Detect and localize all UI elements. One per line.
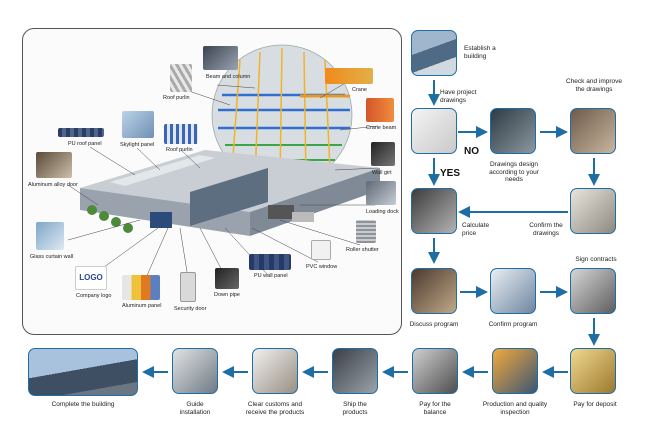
roller-shutter-image [356, 220, 376, 243]
label-roller-shutter: Roller shutter [346, 247, 379, 253]
label-glass-curtain-wall: Glass curtain wall [30, 254, 74, 260]
caption-check-improve: Check and improve the drawings [566, 78, 622, 93]
caption-ship-products: Ship the products [342, 401, 368, 416]
label-yes: YES [440, 168, 461, 179]
label-pvc-window: PVC window [306, 264, 338, 270]
label-security-door: Security door [174, 306, 207, 312]
label-crane-beam: Crane beam [366, 125, 397, 131]
skylight-panel-image [122, 111, 154, 138]
caption-confirm-drawings: Confirm the drawings [529, 222, 563, 237]
roof-purlin-top-image [170, 64, 192, 92]
aluminum-panel-image [122, 275, 160, 300]
step-production-image [492, 348, 538, 394]
caption-production: Production and quality inspection [482, 401, 548, 416]
crane-beam-image [366, 98, 394, 122]
label-aluminum-alloy-door: Aluminum alloy door [28, 182, 78, 188]
label-down-pipe: Down pipe [214, 292, 240, 298]
step-sign-contracts-image [570, 268, 616, 314]
caption-calculate-price: Calculate price [462, 222, 490, 237]
step-ship-products-image [332, 348, 378, 394]
caption-guide-installation: Guide installation [179, 401, 211, 416]
wall-girt-image [371, 142, 395, 166]
pu-roof-panel-image [58, 128, 104, 137]
step-guide-installation-image [172, 348, 218, 394]
step-confirm-drawings-image [570, 188, 616, 234]
label-aluminum-panel: Aluminum panel [122, 303, 162, 309]
pvc-window-image [311, 240, 331, 260]
step-drawings-design-image [490, 108, 536, 154]
caption-clear-customs: Clear customs and receive the products [245, 401, 305, 416]
step-clear-customs-image [252, 348, 298, 394]
label-company-logo: Company logo [76, 293, 112, 299]
step-establish-image [411, 30, 457, 76]
label-wall-girt: Wall girt [372, 170, 392, 176]
label-pu-roof-panel: PU roof panel [68, 141, 102, 147]
step-pay-balance-image [412, 348, 458, 394]
label-roof-purlin-mid: Roof purlin [166, 147, 193, 153]
label-no: NO [464, 146, 479, 157]
label-loading-dock: Loading dock [366, 209, 399, 215]
pu-wall-panel-image [249, 254, 291, 270]
down-pipe-image [215, 268, 239, 289]
caption-sign-contracts: Sign contracts [575, 256, 617, 263]
caption-have-drawings: Have project drawings [440, 89, 477, 104]
loading-dock-image [366, 181, 396, 205]
step-confirm-program-image [490, 268, 536, 314]
caption-discuss-program: Discuss program [409, 321, 459, 328]
beam-and-column-image [203, 46, 238, 70]
label-crane: Crane [352, 87, 367, 93]
aluminum-alloy-door-image [36, 152, 72, 178]
caption-confirm-program: Confirm program [488, 321, 538, 328]
crane-image [325, 68, 373, 84]
label-skylight-panel: Skylight panel [120, 142, 155, 148]
caption-pay-deposit: Pay for deposit [573, 401, 617, 408]
caption-pay-balance: Pay for the balance [419, 401, 451, 416]
step-pay-deposit-image [570, 348, 616, 394]
step-calculate-price-image [411, 188, 457, 234]
step-check-improve-image [570, 108, 616, 154]
label-pu-wall-panel: PU wall panel [254, 273, 288, 279]
label-beam-and-column: Beam and column [206, 74, 251, 80]
security-door-image [180, 272, 196, 302]
step-have-drawings-image [411, 108, 457, 154]
glass-curtain-wall-image [36, 222, 64, 250]
company-logo-image: LOGO [75, 266, 107, 290]
caption-complete: Complete the building [51, 401, 115, 408]
caption-establish: Establish a building [464, 45, 496, 60]
step-complete-image [28, 348, 138, 396]
label-roof-purlin-top: Roof purlin [163, 95, 190, 101]
caption-drawings-design: Drawings design according to your needs [489, 161, 539, 183]
roof-purlin-mid-image [164, 124, 198, 144]
step-discuss-program-image [411, 268, 457, 314]
